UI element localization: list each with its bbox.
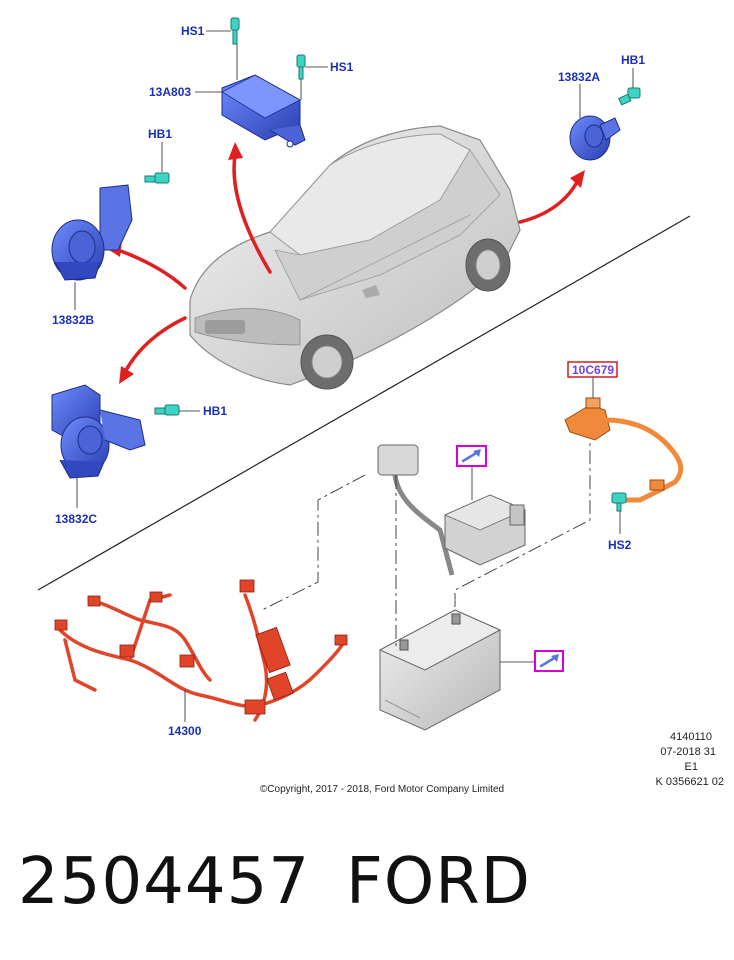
module-13a803 [221,74,306,148]
fastener-hs1-top [230,17,240,45]
sensor-label-box [567,361,618,378]
label-13832a: 13832A [558,70,600,84]
leader-lines-b [74,142,163,310]
reference-line-2: 07-2018 31 [660,746,716,758]
separator-line [37,215,691,591]
reference-line-3: E1 [685,761,698,773]
horn-13832a [569,115,621,161]
battery [378,609,502,731]
dashed-connectors [261,440,591,650]
label-hb1-b: HB1 [148,127,172,141]
label-hs1-right: HS1 [330,60,354,74]
leader-lines-sensor [592,377,621,534]
sensor-10c679 [564,397,684,503]
vehicle-illustration [189,125,521,390]
horn-13832b [51,184,133,281]
label-hb1-a: HB1 [621,53,645,67]
reference-line-1: 4140110 [670,731,712,743]
leader-lines-c [76,410,200,508]
part-number: 2504457 [18,845,311,919]
parts-diagram: HS1 HS1 13A803 HB1 13832A HB1 13832B [37,17,724,795]
harness-connectors [54,579,348,715]
label-hs1-top: HS1 [181,24,205,38]
battery-monitor-assembly [377,444,526,576]
leader-lines-top [195,30,328,100]
leader-lines-a [579,68,634,118]
label-13832c: 13832C [55,512,97,526]
fastener-hs2 [611,492,627,512]
link-icon-battery[interactable] [534,650,564,672]
fastener-hb1-c [154,404,180,416]
fastener-hs1-right [296,54,306,80]
copyright-notice: ©Copyright, 2017 - 2018, Ford Motor Comp… [260,784,504,795]
brand-name: FORD [346,845,531,919]
label-14300: 14300 [168,724,202,738]
location-arrows [116,153,580,374]
footer: 2504457 FORD [0,838,734,948]
wiring-harness-14300 [58,593,347,722]
fastener-hb1-a [618,87,641,106]
link-icon-monitor[interactable] [456,445,487,467]
label-hs2: HS2 [608,538,632,552]
horn-13832c [51,384,146,479]
label-13a803: 13A803 [149,85,191,99]
reference-block: 4140110 07-2018 31 E1 K 0356621 02 [655,731,724,788]
label-hb1-c: HB1 [203,404,227,418]
fastener-hb1-b [144,172,170,184]
label-13832b: 13832B [52,313,94,327]
reference-line-4: K 0356621 02 [655,776,724,788]
label-10c679: 10C679 [572,363,614,377]
